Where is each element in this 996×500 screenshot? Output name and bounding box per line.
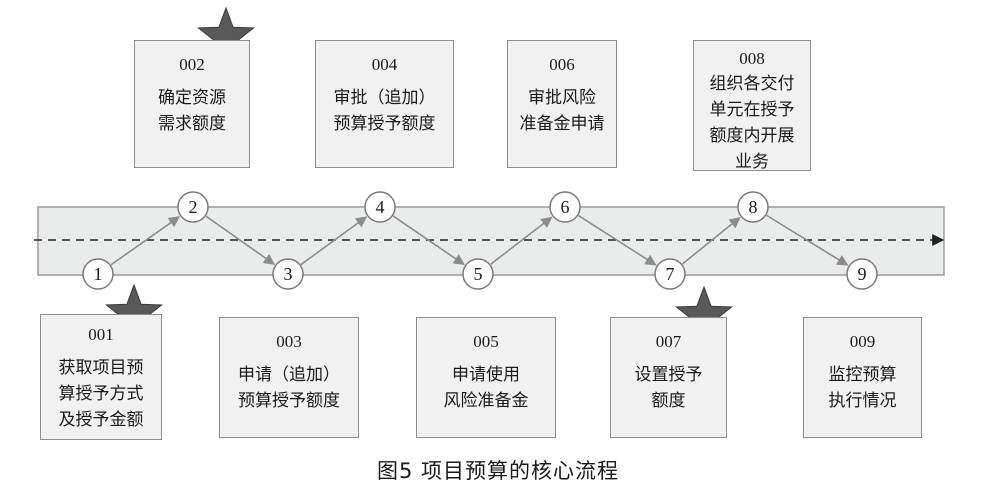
step-box-002: 002 确定资源需求额度 (134, 40, 250, 168)
step-nodes: 1 2 3 4 5 6 7 8 9 (82, 191, 878, 290)
step-label-line: 预算授予额度 (238, 391, 340, 411)
step-node-2: 2 (177, 191, 209, 223)
step-label-line: 额度 (651, 391, 686, 411)
connector-arrow (300, 216, 368, 266)
step-label-line: 准备金申请 (519, 114, 605, 134)
step-node-5: 5 (462, 258, 494, 290)
step-label-line: 审批（追加） (333, 88, 436, 108)
step-code: 001 (88, 325, 114, 344)
step-label-line: 获取项目预 (58, 358, 144, 378)
node-number: 2 (189, 197, 198, 217)
step-label-line: 需求额度 (158, 114, 226, 134)
step-box-009: 009 监控预算执行情况 (803, 317, 922, 438)
step-label-line: 监控预算 (828, 365, 897, 385)
step-box-005: 005 申请使用风险准备金 (416, 317, 556, 438)
step-label-line: 申请使用 (452, 365, 520, 385)
node-circle (654, 258, 686, 290)
step-code: 009 (849, 332, 876, 351)
step-node-7: 7 (654, 258, 686, 290)
step-label-line: 单元在授予 (709, 100, 795, 120)
step-box-006: 006 审批风险准备金申请 (507, 40, 617, 168)
node-number: 9 (858, 264, 867, 284)
step-label-line: 及授予金额 (58, 410, 144, 430)
step-code: 006 (549, 55, 575, 74)
step-node-4: 4 (364, 191, 396, 223)
step-label-line: 业务 (735, 152, 769, 172)
step-label-line: 审批风险 (528, 88, 596, 108)
step-node-6: 6 (549, 191, 581, 223)
step-label-line: 设置授予 (634, 365, 703, 385)
figure-caption: 图5 项目预算的核心流程 (376, 459, 620, 483)
node-circle (177, 191, 209, 223)
node-number: 7 (666, 264, 675, 284)
node-number: 4 (376, 197, 385, 217)
node-circle (846, 258, 878, 290)
node-circle (737, 191, 769, 223)
step-box-004: 004 审批（追加） 预算授予额度 (315, 40, 454, 168)
node-number: 1 (94, 264, 103, 284)
node-number: 8 (749, 197, 758, 217)
step-label-line: 算授予方式 (58, 384, 144, 404)
step-label-line: 额度内开展 (709, 126, 795, 146)
node-circle (462, 258, 494, 290)
step-label-line: 确定资源 (158, 88, 226, 108)
step-code: 008 (739, 49, 765, 68)
node-circle (82, 258, 114, 290)
step-label-line: 申请（追加） (238, 365, 340, 385)
connector-arrow (110, 216, 181, 266)
connector-arrow (578, 214, 657, 266)
node-circle (549, 191, 581, 223)
step-code: 004 (371, 55, 398, 74)
step-node-9: 9 (846, 258, 878, 290)
step-code: 007 (655, 332, 682, 351)
step-node-8: 8 (737, 191, 769, 223)
connector-arrow (490, 216, 553, 265)
step-connectors (110, 214, 849, 266)
step-box-007: 007 设置授予额度 (610, 317, 727, 438)
node-circle (364, 191, 396, 223)
step-node-3: 3 (272, 258, 304, 290)
node-circle (272, 258, 304, 290)
step-label-line: 执行情况 (828, 391, 897, 411)
step-label-line: 预算授予额度 (333, 114, 436, 134)
step-label-line: 组织各交付 (709, 74, 795, 94)
step-node-1: 1 (82, 258, 114, 290)
connector-arrow (766, 214, 849, 266)
step-box-008: 008 组织各交付单元在授予额度内开展业务 (693, 40, 811, 172)
connector-arrow (681, 216, 741, 265)
step-box-003: 003 申请（追加） 预算授予额度 (219, 317, 359, 438)
step-code: 005 (473, 332, 499, 351)
step-box-001: 001 获取项目预算授予方式及授予金额 (40, 314, 162, 440)
connector-arrow (392, 215, 465, 266)
node-number: 5 (474, 264, 483, 284)
step-code: 002 (179, 55, 205, 74)
step-label-line: 风险准备金 (443, 391, 529, 411)
connector-arrow (205, 215, 276, 265)
node-number: 3 (284, 264, 293, 284)
node-number: 6 (561, 197, 570, 217)
step-code: 003 (276, 332, 302, 351)
